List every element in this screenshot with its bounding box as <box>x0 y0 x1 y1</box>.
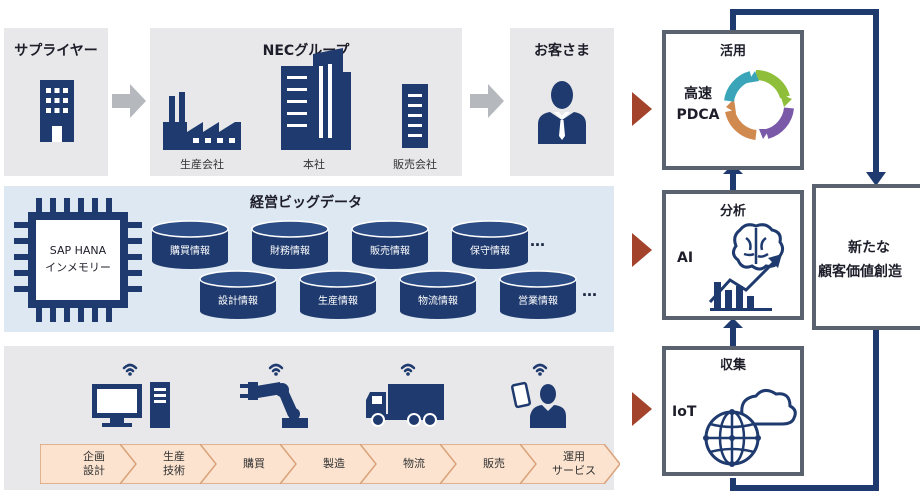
bigdata-title: 経営ビッグデータ <box>250 195 362 211</box>
chip-label-line1: SAP HANA <box>49 244 107 257</box>
database-top-1: 購買情報 <box>150 220 230 270</box>
sales-company-label: 販売会社 <box>393 158 437 171</box>
ai-label: AI <box>677 250 694 266</box>
marker-arrow-top <box>632 92 652 126</box>
process-step-label: 製造 <box>323 457 345 470</box>
value-creation-label: 新たな 顧客価値創造 <box>818 236 920 284</box>
process-step-label: 企画 設計 <box>83 450 105 477</box>
process-step-6: 販売 <box>440 444 540 484</box>
process-step-label: 生産 技術 <box>163 450 185 477</box>
process-step-4: 製造 <box>280 444 380 484</box>
process-step-label: 運用 サービス <box>552 450 596 477</box>
supplier-building-icon <box>40 80 74 142</box>
sales-company-icon <box>402 84 428 148</box>
value-creation-box <box>812 184 920 330</box>
flow-arrow-1 <box>112 84 146 118</box>
marker-arrow-middle <box>632 233 652 267</box>
database-icon <box>399 270 477 319</box>
pc-icon <box>92 363 170 428</box>
more-data-ellipsis-1: … <box>530 232 546 250</box>
database-label: 生産情報 <box>318 296 358 307</box>
database-icon <box>451 220 529 269</box>
database-top-2: 財務情報 <box>250 220 330 270</box>
database-top-4: 保守情報 <box>450 220 530 270</box>
headquarters-icon <box>281 48 351 150</box>
process-step-label: 購買 <box>243 457 265 470</box>
chip-label-line2: インメモリー <box>45 261 111 274</box>
more-data-ellipsis-2: … <box>582 282 598 300</box>
database-label: 財務情報 <box>270 246 310 257</box>
robot-arm-icon <box>240 363 308 428</box>
flow-up-arrow-2 <box>723 318 743 346</box>
value-creation-line1: 新たな <box>848 240 890 256</box>
process-step-7: 運用 サービス <box>520 444 620 484</box>
process-chevrons: 企画 設計 生産 技術 購買 製造 物流 販売 運用 サービス <box>40 444 620 484</box>
chip-label: SAP HANA インメモリー <box>36 242 120 276</box>
process-step-2: 生産 技術 <box>120 444 220 484</box>
database-icon <box>199 270 277 319</box>
database-bottom-2: 生産情報 <box>298 270 378 320</box>
memory-chip-icon <box>14 198 142 322</box>
database-label: 購買情報 <box>170 246 210 257</box>
mobile-worker-icon <box>510 363 566 428</box>
truck-icon <box>366 363 444 427</box>
iot-cloud-globe-icon <box>703 389 797 467</box>
headquarters-label: 本社 <box>303 158 325 171</box>
ai-brain-chart-icon <box>708 223 785 311</box>
pdca-label: 高速 PDCA <box>670 84 726 126</box>
customer-title: お客さま <box>534 43 590 59</box>
process-step-3: 購買 <box>200 444 300 484</box>
database-top-3: 販売情報 <box>350 220 430 270</box>
analyze-title: 分析 <box>719 204 746 219</box>
supplier-title: サプライヤー <box>14 43 98 59</box>
database-icon <box>299 270 377 319</box>
database-icon <box>351 220 429 269</box>
flow-arrow-2 <box>470 84 504 118</box>
database-label: 物流情報 <box>418 296 458 307</box>
database-label: 保守情報 <box>470 246 510 257</box>
database-icon <box>251 220 329 269</box>
database-label: 設計情報 <box>218 296 258 307</box>
process-step-label: 販売 <box>483 457 505 470</box>
database-bottom-3: 物流情報 <box>398 270 478 320</box>
iot-label: IoT <box>672 404 697 420</box>
database-icon <box>151 220 229 269</box>
feedback-loop-arrow <box>730 9 886 491</box>
process-step-5: 物流 <box>360 444 460 484</box>
database-icon <box>499 270 577 319</box>
database-label: 営業情報 <box>518 296 558 307</box>
value-creation-line2: 顧客価値創造 <box>818 264 902 280</box>
collect-title: 収集 <box>719 358 746 373</box>
customer-person-icon <box>538 81 586 144</box>
pdca-label-line1: 高速 <box>684 86 712 102</box>
factory-icon <box>163 92 241 150</box>
utilize-title: 活用 <box>719 44 746 59</box>
database-bottom-1: 設計情報 <box>198 270 278 320</box>
pdca-cycle-icon <box>724 70 794 140</box>
process-step-label: 物流 <box>403 457 425 470</box>
marker-arrow-bottom <box>632 392 652 426</box>
factory-label: 生産会社 <box>180 158 224 171</box>
pdca-label-line2: PDCA <box>676 107 720 123</box>
database-label: 販売情報 <box>370 246 410 257</box>
database-bottom-4: 営業情報 <box>498 270 578 320</box>
